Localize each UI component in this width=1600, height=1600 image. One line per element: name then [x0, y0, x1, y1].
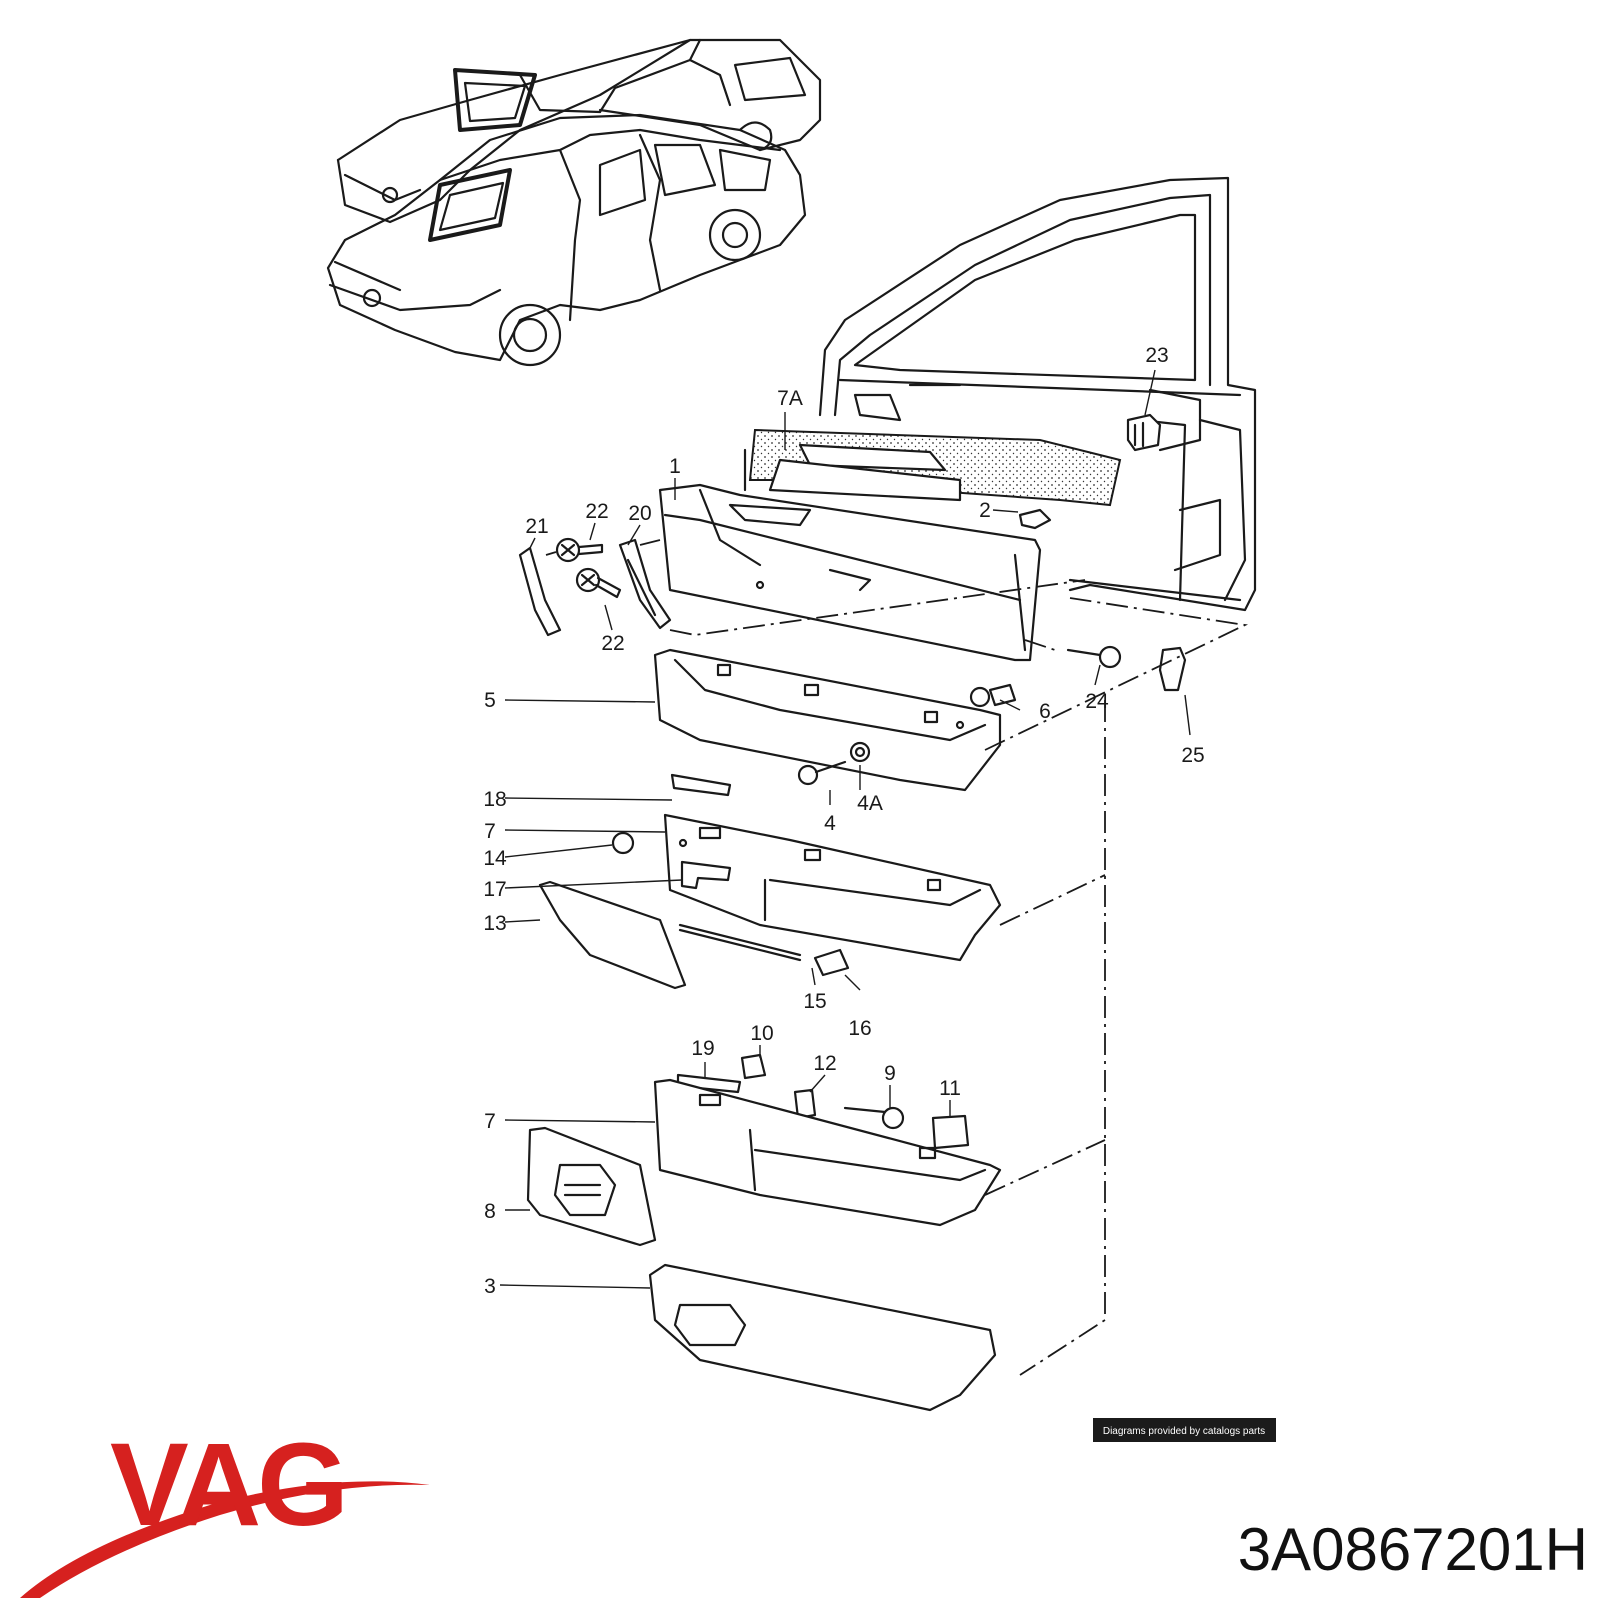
callout-5: 5: [484, 689, 496, 712]
part-10-clip: [740, 1053, 767, 1080]
part-7a-liner: [743, 428, 1122, 507]
part-5-door-pocket: [653, 648, 1002, 792]
part-4-screw: [797, 760, 847, 786]
part-14-clip: [611, 831, 635, 855]
part-15-rod: [678, 923, 802, 962]
callout-4a: 4A: [857, 792, 883, 815]
callout-9: 9: [884, 1062, 896, 1085]
callout-24: 24: [1085, 690, 1109, 713]
part-25-bracket: [1158, 646, 1187, 692]
part-12-spacer: [793, 1088, 817, 1120]
callout-11: 11: [939, 1077, 961, 1100]
callout-21: 21: [525, 515, 548, 538]
part-20-handle-trim: [618, 538, 672, 630]
wagon-car-illustration: [336, 38, 822, 224]
callout-23: 23: [1145, 344, 1168, 367]
part-16-knob: [813, 948, 850, 977]
leader-lines: [499, 369, 1191, 1289]
vag-logo: VAG: [20, 1419, 430, 1598]
part-7-armrest-upper: [663, 813, 1002, 962]
part-22-screw-upper: [555, 537, 604, 563]
part-18-insert: [670, 773, 732, 797]
part-8-switch-bezel: [526, 1126, 657, 1247]
callout-15: 15: [803, 990, 826, 1013]
part-22-screw-lower: [575, 567, 622, 599]
callout-3: 3: [484, 1275, 496, 1298]
logo-swoosh: [20, 1481, 430, 1598]
callout-17: 17: [483, 878, 506, 901]
callout-19: 19: [691, 1037, 714, 1060]
part-9-screw: [843, 1106, 905, 1130]
alignment-lines: [545, 539, 1249, 1376]
callout-22-upper: 22: [585, 500, 608, 523]
part-1-door-panel: [658, 483, 1042, 662]
callout-7-upper: 7: [484, 820, 496, 843]
callout-13: 13: [483, 912, 506, 935]
part-17-bracket: [680, 860, 732, 890]
callout-7-lower: 7: [484, 1110, 496, 1133]
part-4a-washer: [849, 741, 871, 763]
part-6-clip: [969, 683, 1017, 708]
callout-16: 16: [848, 1017, 871, 1040]
callout-8: 8: [484, 1200, 496, 1223]
credit-badge: Diagrams provided by catalogs parts: [1093, 1418, 1276, 1442]
credit-text: Diagrams provided by catalogs parts: [1103, 1426, 1265, 1437]
part-7-armrest-lower: [653, 1078, 1002, 1227]
brand-name: VAG: [110, 1419, 345, 1551]
callout-2: 2: [979, 499, 991, 522]
callout-20: 20: [628, 502, 651, 525]
sedan-car-illustration: [326, 113, 807, 367]
callout-10: 10: [750, 1022, 773, 1045]
part-3-trim-strip: [648, 1263, 997, 1412]
callout-1: 1: [669, 455, 681, 478]
part-24-screw: [1066, 645, 1122, 669]
part-2-clip: [1018, 508, 1052, 530]
part-13-cover: [538, 880, 687, 990]
callout-6: 6: [1039, 700, 1051, 723]
part-23-bracket: [1126, 413, 1162, 452]
callout-25: 25: [1181, 744, 1204, 767]
callout-18: 18: [483, 788, 506, 811]
part-11-cap: [931, 1114, 970, 1150]
part-21-trim-strip: [518, 546, 562, 637]
callout-12: 12: [813, 1052, 836, 1075]
callout-22-lower: 22: [601, 632, 624, 655]
callout-7a: 7A: [777, 387, 803, 410]
callout-4: 4: [824, 812, 836, 835]
callout-labels: 1 2 3 4 4A 5 6 7 7 7A 8 9 10 11 12 13 14…: [483, 344, 1204, 1298]
part-number: 3A0867201H: [1238, 1516, 1588, 1583]
callout-14: 14: [483, 847, 507, 870]
